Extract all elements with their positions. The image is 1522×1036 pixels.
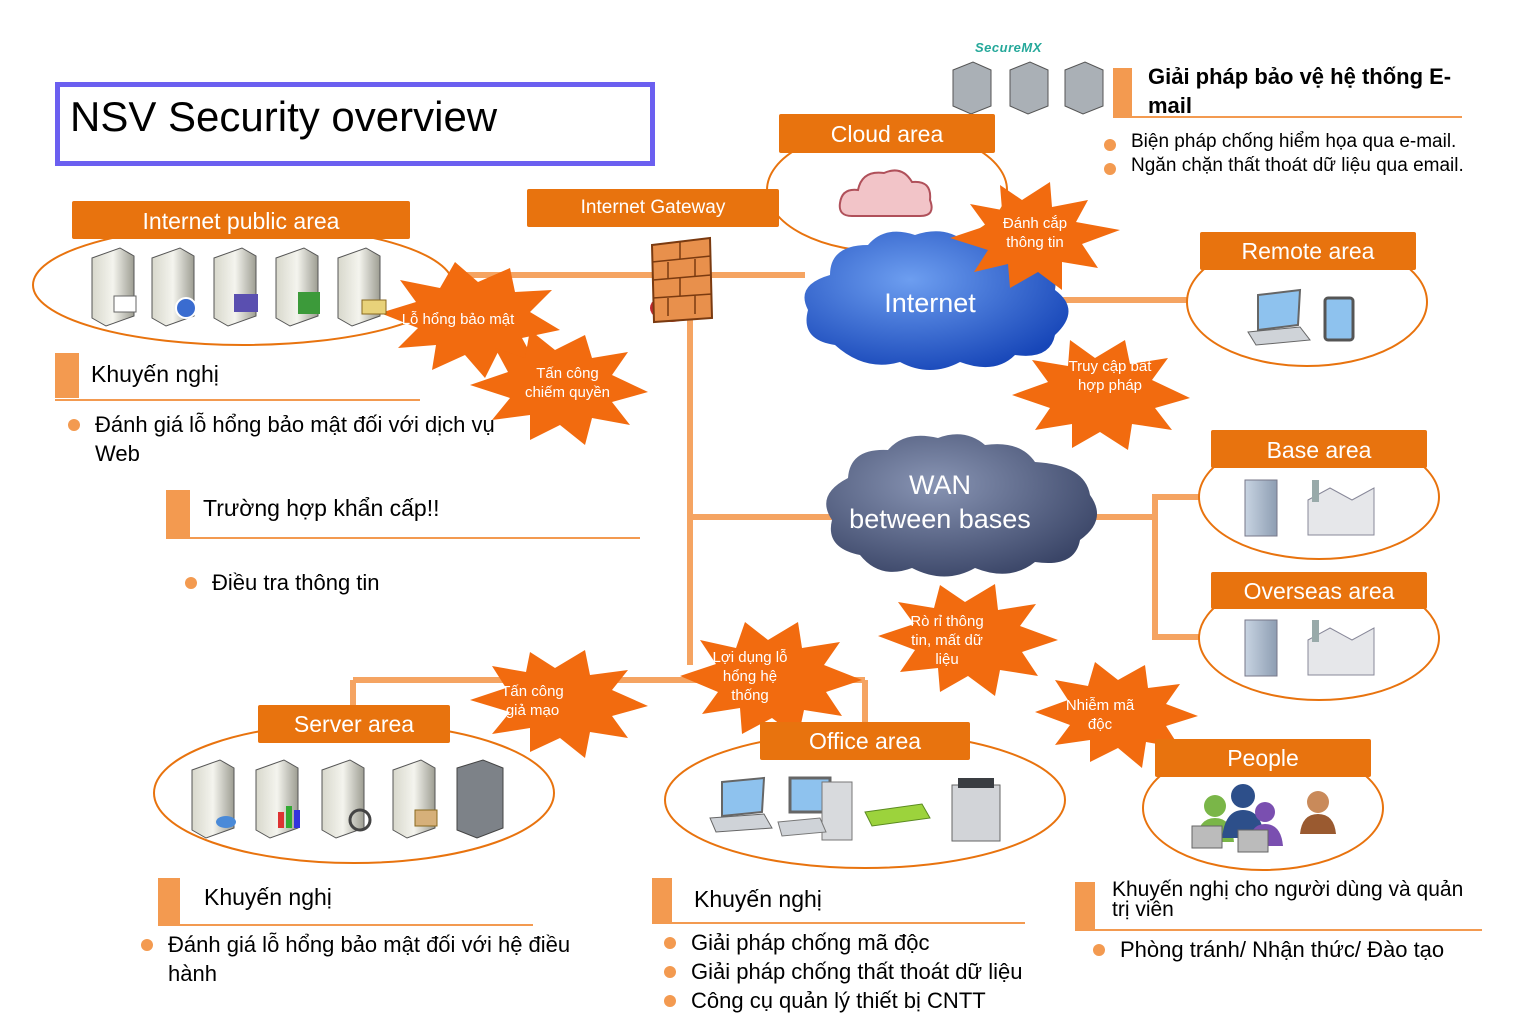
rec-office-item: Giải pháp chống mã độc [664, 930, 930, 955]
burst-illegal [1012, 340, 1190, 450]
area-label-cloud: Cloud area [779, 114, 995, 153]
threat-illegal-label: Truy cập bất hợp pháp [1068, 358, 1152, 394]
office-devices [709, 776, 1001, 842]
rec-os-item: Đánh giá lỗ hổng bảo mật đối với hệ điều… [141, 930, 618, 988]
burst-spoof [470, 650, 648, 758]
rec-os-heading: Khuyến nghị [204, 884, 332, 910]
internet-cloud-label: Internet [884, 288, 976, 318]
threat-exploit-label: Lợi dụng lỗ hổng hệ thống [712, 649, 788, 704]
area-label-server: Server area [258, 705, 450, 743]
email-protection-item: Biện pháp chống hiểm họa qua e-mail. [1103, 131, 1457, 152]
rec-users-item: Phòng tránh/ Nhận thức/ Đào tạo [1093, 935, 1460, 964]
people-icons [1191, 784, 1336, 853]
burst-exploit [680, 622, 862, 738]
rec-office-heading: Khuyến nghị [694, 886, 822, 912]
wan-cloud-label: WAN between bases [849, 470, 1031, 534]
burst-privilege [470, 330, 648, 445]
threat-theft-label: Đánh cắp thông tin [1002, 215, 1068, 251]
firewall-icon [650, 236, 714, 324]
rec-office-item: Công cụ quản lý thiết bị CNTT [664, 988, 986, 1013]
server-area-servers [191, 759, 504, 839]
title-box: NSV Security overview [55, 82, 655, 166]
threat-privilege-label: Tấn công chiếm quyền [524, 365, 611, 401]
internet-cloud [804, 231, 1069, 370]
burst-leak [878, 584, 1058, 696]
heading-markers [55, 68, 1482, 931]
rec-web-heading: Khuyến nghị [91, 361, 219, 387]
cloud-icon [838, 169, 933, 217]
area-label-internet-gateway: Internet Gateway [527, 189, 779, 227]
email-protection-item: Ngăn chặn thất thoát dữ liệu qua email. [1104, 155, 1464, 176]
emergency-item: Điều tra thông tin [185, 570, 380, 595]
rec-office-item: Giải pháp chống thất thoát dữ liệu [664, 959, 1023, 984]
area-label-overseas: Overseas area [1211, 572, 1427, 609]
public-servers [91, 247, 387, 327]
threat-leak-label: Rò rỉ thông tin, mất dữ liệu [910, 613, 984, 668]
wan-cloud [826, 434, 1098, 577]
area-label-office: Office area [760, 722, 970, 760]
email-protection-heading: Giải pháp bảo vệ hệ thống E-mail [1148, 64, 1452, 118]
securemx-servers [952, 61, 1104, 115]
securemx-logo: SecureMX [975, 40, 1042, 55]
threat-bursts [380, 182, 1198, 768]
page-title: NSV Security overview [70, 93, 498, 140]
rec-web-item: Đánh giá lỗ hổng bảo mật đối với dịch vụ… [68, 410, 515, 468]
buildings [1244, 479, 1375, 677]
area-label-remote: Remote area [1200, 232, 1416, 270]
threat-spoof-label: Tấn công giả mạo [501, 683, 564, 719]
rec-users-heading: Khuyến nghị cho người dùng và quản trị v… [1112, 878, 1464, 921]
threat-malware-label: Nhiễm mã độc [1065, 697, 1135, 733]
burst-theft [950, 182, 1120, 290]
area-label-base: Base area [1211, 430, 1427, 468]
area-label-internet-public: Internet public area [72, 201, 410, 239]
threat-vuln-label: Lỗ hổng bảo mật [401, 311, 515, 328]
burst-vuln [380, 262, 560, 378]
emergency-heading: Trường hợp khẩn cấp!! [203, 495, 440, 521]
area-label-people: People [1155, 739, 1371, 777]
remote-devices [1247, 288, 1355, 346]
